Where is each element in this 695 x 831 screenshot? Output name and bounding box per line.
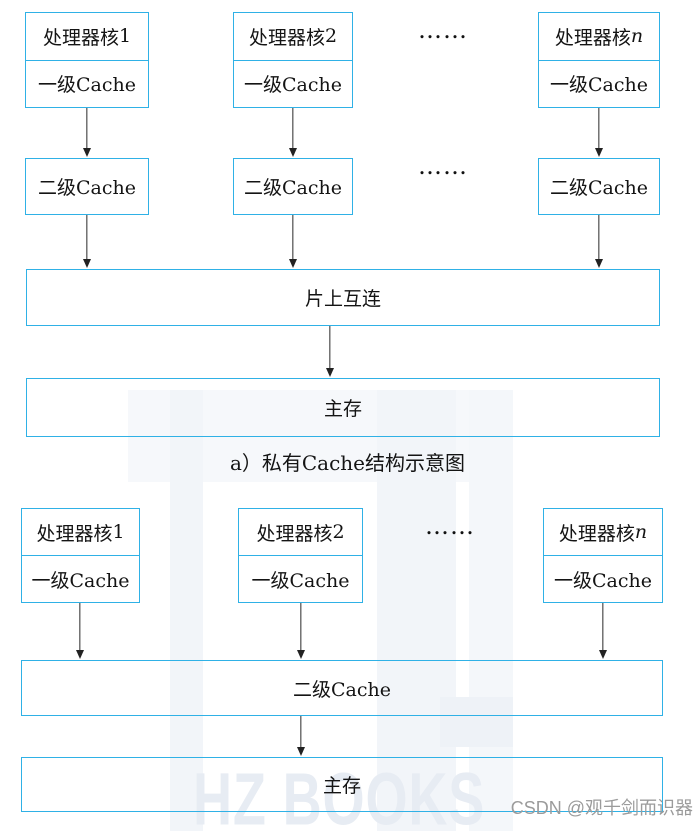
a-coren-l1-cache: 一级Cache: [539, 59, 659, 108]
b-core2-l1-cache: 一级Cache: [239, 555, 362, 602]
a-memory-box: 主存: [26, 378, 660, 437]
b-core1-l1-cache: 一级Cache: [22, 555, 139, 602]
arrow-down: [80, 215, 94, 268]
core-index: 1: [118, 25, 132, 48]
core-label: 处理器核: [42, 26, 119, 49]
a-core2-l1-cache: 一级Cache: [234, 59, 352, 108]
b-memory-box: 主存: [21, 757, 663, 812]
core-index: 2: [324, 25, 338, 48]
a-ellipsis-l2: ……: [418, 152, 468, 180]
core-label: 处理器核: [554, 26, 631, 49]
a-interconnect-box: 片上互连: [26, 269, 660, 326]
arrow-down: [596, 603, 610, 659]
arrow-down: [592, 108, 606, 157]
core-index: 2: [332, 521, 345, 543]
caption-a: a）私有Cache结构示意图: [229, 451, 466, 475]
b-ellipsis-cores: ……: [425, 512, 475, 540]
arrow-down: [286, 215, 300, 268]
csdn-attribution: CSDN @观千剑而识器: [510, 798, 693, 818]
arrow-down: [286, 108, 300, 157]
hz-books-watermark: HZ BOOKS: [193, 757, 486, 831]
a-l2-cache1-box: 二级Cache: [25, 158, 149, 215]
arrow-down: [294, 603, 308, 659]
core-label: 处理器核: [248, 26, 325, 49]
b-l2-cache-box: 二级Cache: [21, 660, 663, 716]
core-label: 处理器核: [558, 522, 635, 545]
core-label: 处理器核: [256, 522, 333, 545]
core-index: 1: [112, 521, 125, 543]
arrow-down: [80, 108, 94, 157]
a-core1-l1-cache: 一级Cache: [26, 59, 148, 108]
arrow-down: [323, 326, 337, 377]
hz-watermark-block: [440, 697, 513, 747]
a-ellipsis-cores: ……: [418, 16, 468, 44]
b-coren-l1-cache: 一级Cache: [544, 555, 662, 602]
a-l2-cachen-box: 二级Cache: [538, 158, 660, 215]
arrow-down: [73, 603, 87, 659]
core-index: n: [630, 25, 644, 48]
arrow-down: [592, 215, 606, 268]
arrow-down: [294, 716, 308, 756]
a-l2-cache2-box: 二级Cache: [233, 158, 353, 215]
core-label: 处理器核: [36, 522, 113, 545]
core-index: n: [634, 521, 648, 543]
